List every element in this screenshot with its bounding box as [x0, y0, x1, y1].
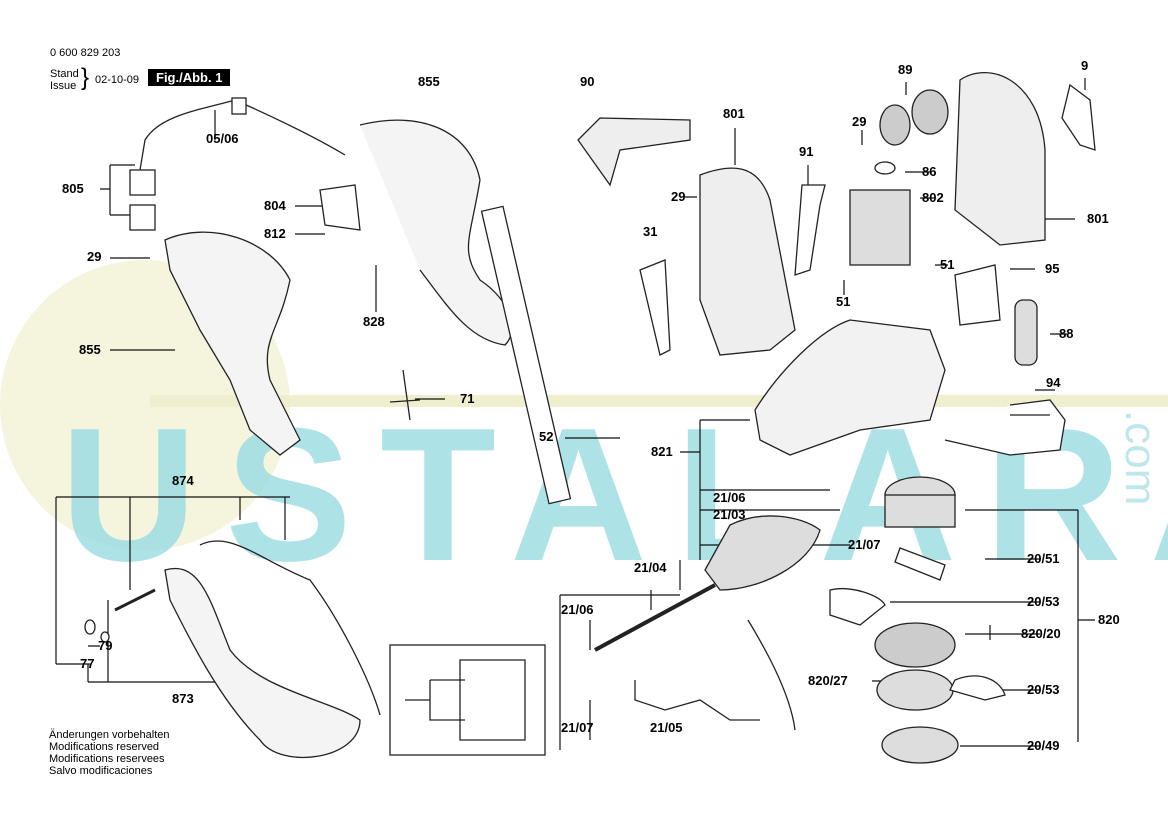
- part-label: 21/07: [848, 537, 881, 552]
- part-label: 20/51: [1027, 551, 1060, 566]
- part-label: 821: [651, 444, 673, 459]
- parts: [84, 72, 1096, 764]
- issue-label: Issue: [50, 80, 77, 92]
- part-label: 855: [418, 74, 440, 89]
- part-label: 21/07: [561, 720, 594, 735]
- part-label: 94: [1046, 375, 1061, 390]
- part-label: 89: [898, 62, 913, 77]
- footer-line: Änderungen vorbehalten: [49, 729, 170, 741]
- part-label: 29: [852, 114, 867, 129]
- part-label: 51: [940, 257, 955, 272]
- part-label: 20/53: [1027, 682, 1060, 697]
- part-number: 0 600 829 203: [50, 47, 121, 59]
- issue-date: 02-10-09: [95, 74, 140, 86]
- part-label: 802: [922, 190, 944, 205]
- part-label: 77: [80, 656, 95, 671]
- part-label: 79: [98, 638, 113, 653]
- part-label: 95: [1045, 261, 1060, 276]
- part-label: 51: [836, 294, 851, 309]
- leader-lines: [55, 78, 1095, 750]
- part-label: 804: [264, 198, 286, 213]
- stand-label: Stand: [50, 68, 79, 80]
- part-label: 20/49: [1027, 738, 1060, 753]
- part-label: 801: [1087, 211, 1109, 226]
- part-label: 820/27: [808, 673, 848, 688]
- part-label: 9: [1081, 58, 1089, 73]
- brace: }: [81, 64, 90, 91]
- part-label: 20/53: [1027, 594, 1060, 609]
- part-label: 21/04: [634, 560, 667, 575]
- part-label: 805: [62, 181, 84, 196]
- part-label: 820: [1098, 612, 1120, 627]
- part-label: 31: [643, 224, 658, 239]
- part-label: 29: [671, 189, 686, 204]
- part-label: 90: [580, 74, 595, 89]
- part-label: 21/06: [561, 602, 594, 617]
- footer-line: Salvo modificaciones: [49, 765, 153, 777]
- part-label: 88: [1059, 326, 1074, 341]
- part-label: 21/05: [650, 720, 683, 735]
- part-label: 874: [172, 473, 194, 488]
- footer-line: Modifications reservees: [49, 753, 165, 765]
- part-label: 21/03: [713, 507, 746, 522]
- part-label: 21/06: [713, 490, 746, 505]
- figure-label: Fig./Abb. 1: [148, 69, 231, 86]
- part-label: 801: [723, 106, 745, 121]
- part-label: 29: [87, 249, 102, 264]
- part-label: 855: [79, 342, 101, 357]
- part-label: 52: [539, 429, 554, 444]
- part-label: 91: [799, 144, 814, 159]
- part-label: 812: [264, 226, 286, 241]
- footer-line: Modifications reserved: [49, 741, 160, 753]
- part-label: 71: [460, 391, 475, 406]
- part-label: 05/06: [206, 131, 239, 146]
- part-label: 873: [172, 691, 194, 706]
- part-label: 828: [363, 314, 385, 329]
- part-label: 820/20: [1021, 626, 1061, 641]
- part-label: 86: [922, 164, 937, 179]
